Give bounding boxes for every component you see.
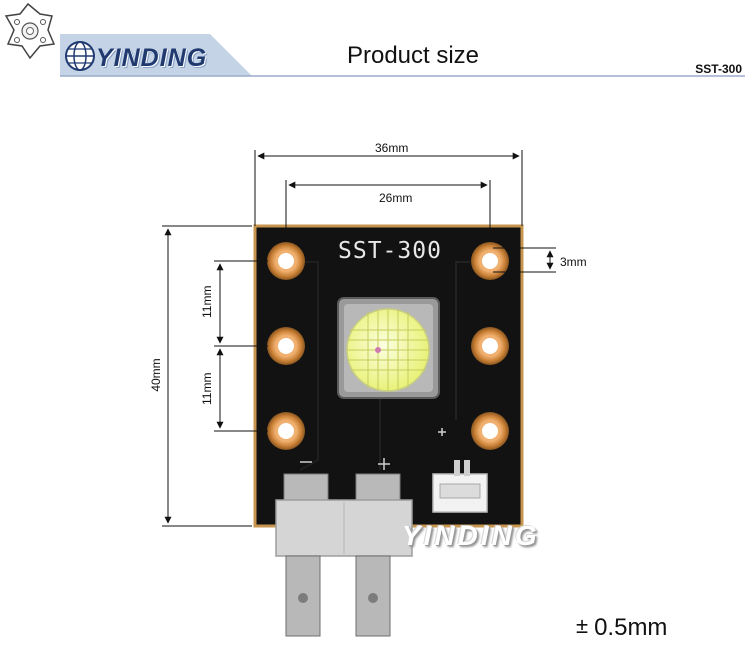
brand-logo-text: YINDING bbox=[96, 44, 208, 72]
dim-outer-width-lines bbox=[254, 150, 523, 226]
pad-left-top bbox=[267, 242, 305, 280]
connector-icon bbox=[432, 460, 488, 513]
dim-pitch-lines bbox=[214, 260, 268, 432]
dim-pitch-upper-label: 11mm bbox=[200, 285, 214, 318]
header-band-fill bbox=[60, 34, 252, 76]
pad-right-top bbox=[471, 242, 509, 280]
pad-right-bottom bbox=[471, 412, 509, 450]
polarity-marks bbox=[300, 428, 446, 470]
dim-hole-span-lines bbox=[285, 180, 491, 228]
dim-height-label: 40mm bbox=[149, 358, 163, 392]
dim-hole-span-label: 26mm bbox=[379, 191, 413, 205]
solder-tabs bbox=[275, 473, 413, 637]
header-band bbox=[4, 2, 745, 77]
model-number: SST-300 bbox=[695, 62, 742, 76]
pad-left-mid bbox=[267, 327, 305, 365]
dim-edge-offset-lines bbox=[493, 247, 556, 273]
dim-outer-width-label: 36mm bbox=[375, 141, 409, 155]
pad-left-bottom bbox=[267, 412, 305, 450]
led-die-icon bbox=[337, 297, 440, 399]
dim-height-lines bbox=[162, 225, 252, 527]
led-star-board-logo-icon bbox=[4, 2, 56, 60]
dim-edge-offset-label: 3mm bbox=[560, 255, 587, 269]
dim-pitch-lower-label: 11mm bbox=[200, 372, 214, 405]
tolerance-value: 0.5mm bbox=[594, 614, 668, 641]
globe-icon bbox=[65, 41, 95, 71]
pcb-silkscreen-label: SST-300 bbox=[338, 238, 442, 264]
page-title: Product size bbox=[346, 42, 480, 69]
pad-right-mid bbox=[471, 327, 509, 365]
plus-minus-symbol: ± bbox=[576, 613, 589, 638]
tolerance-note: ±0.5mm bbox=[576, 613, 668, 642]
watermark-text: YINDING bbox=[402, 520, 540, 551]
copper-pads bbox=[267, 242, 509, 450]
